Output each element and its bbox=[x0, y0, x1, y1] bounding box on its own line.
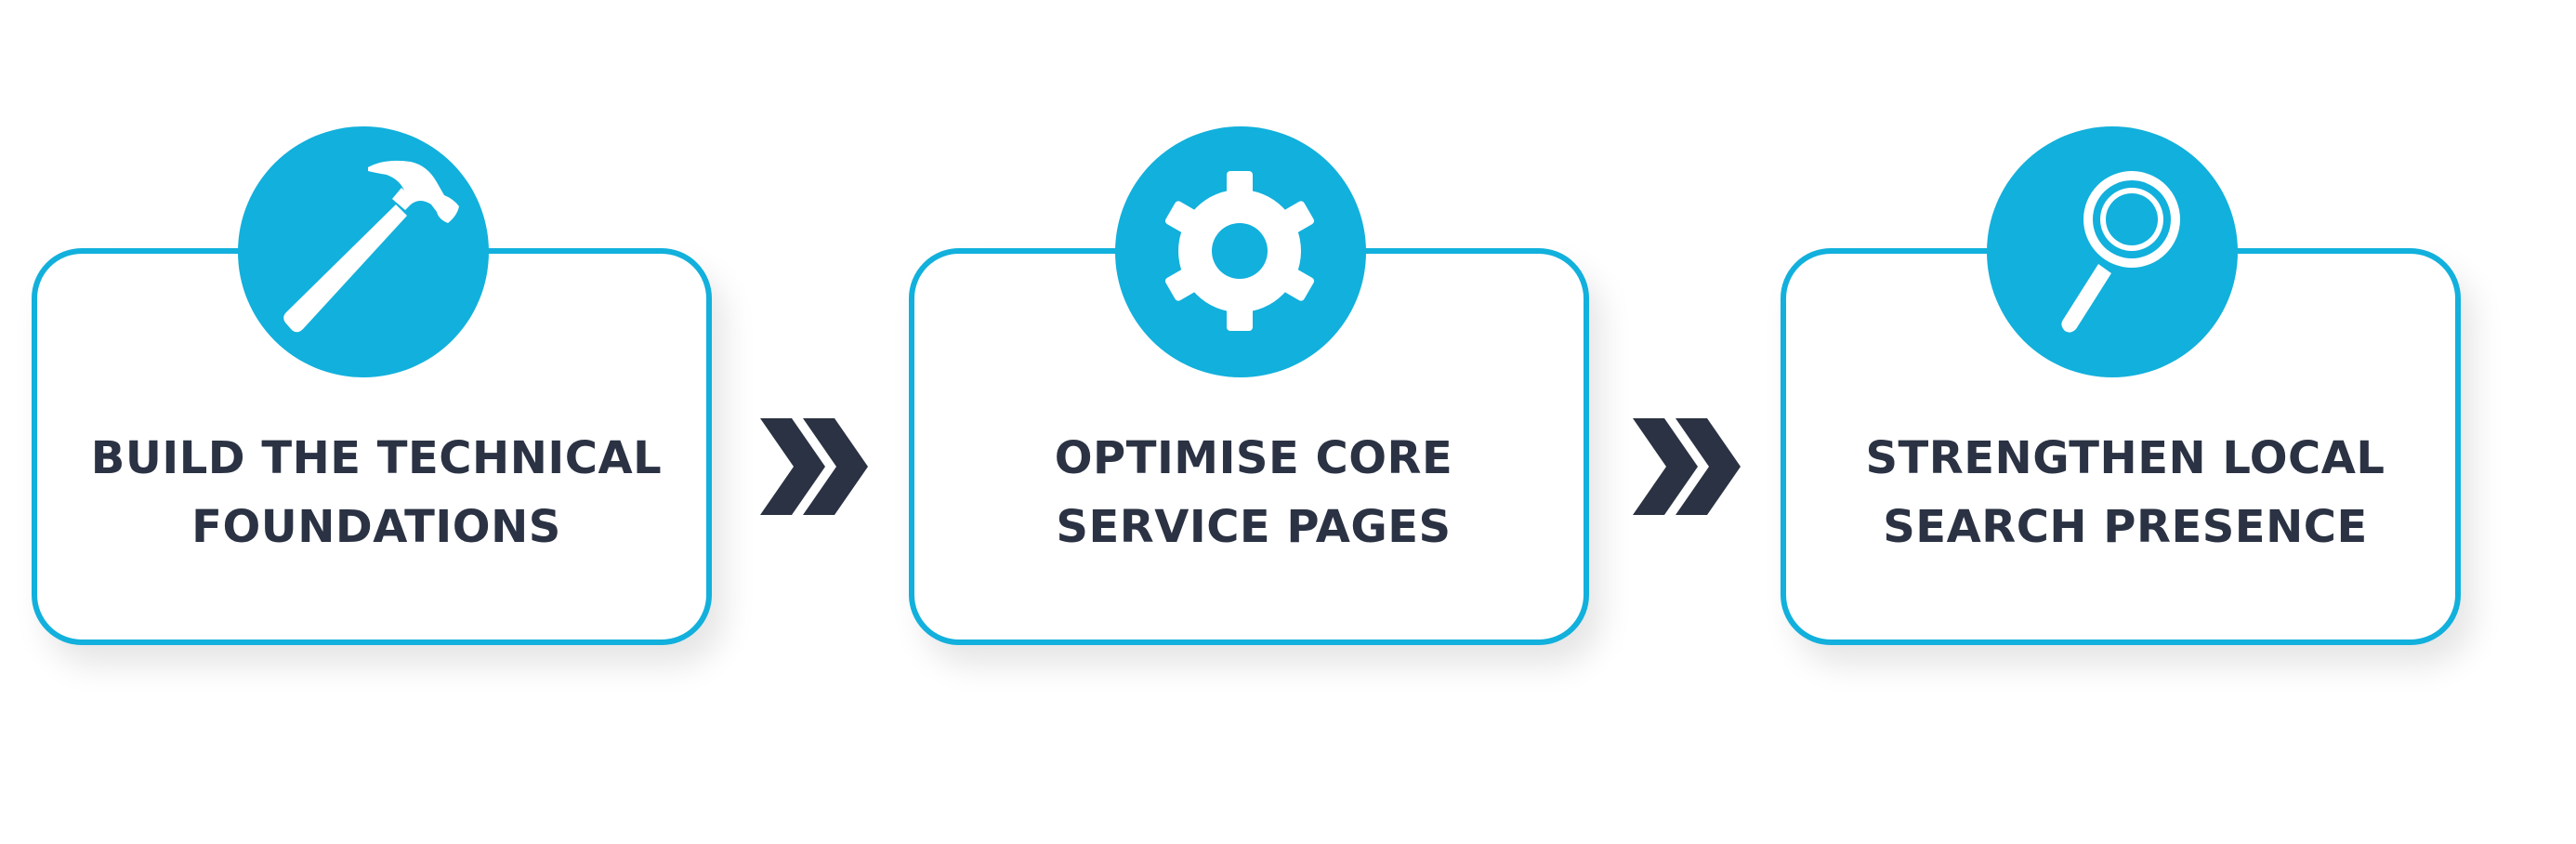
step-3-title-line-2: SEARCH PRESENCE bbox=[1883, 501, 2368, 553]
step-1-title-line-1: BUILD THE TECHNICAL bbox=[90, 432, 663, 484]
step-1-title-line-2: FOUNDATIONS bbox=[191, 501, 561, 553]
step-strengthen-local-search-presence: STRENGTHEN LOCAL SEARCH PRESENCE bbox=[1781, 126, 2470, 649]
step-build-technical-foundations: BUILD THE TECHNICAL FOUNDATIONS bbox=[32, 126, 721, 649]
step-optimise-core-service-pages: OPTIMISE CORE SERVICE PAGES bbox=[909, 126, 1598, 649]
step-1-badge bbox=[238, 126, 489, 377]
step-2-title-line-1: OPTIMISE CORE bbox=[1054, 432, 1453, 484]
hammer-icon bbox=[283, 160, 459, 333]
step-2-title: OPTIMISE CORE SERVICE PAGES bbox=[927, 424, 1580, 561]
double-chevron-right-icon bbox=[760, 418, 868, 515]
step-2-card bbox=[909, 248, 1589, 645]
step-3-title-line-1: STRENGTHEN LOCAL bbox=[1865, 432, 2385, 484]
step-3-title: STRENGTHEN LOCAL SEARCH PRESENCE bbox=[1799, 424, 2451, 561]
step-2-badge bbox=[1115, 126, 1366, 377]
step-1-title: BUILD THE TECHNICAL FOUNDATIONS bbox=[50, 424, 703, 561]
magnifying-glass-icon bbox=[2061, 171, 2180, 333]
step-2-title-line-2: SERVICE PAGES bbox=[1056, 501, 1452, 553]
step-3-badge bbox=[1987, 126, 2238, 377]
gear-icon bbox=[1164, 171, 1315, 331]
double-chevron-right-icon bbox=[1633, 418, 1741, 515]
